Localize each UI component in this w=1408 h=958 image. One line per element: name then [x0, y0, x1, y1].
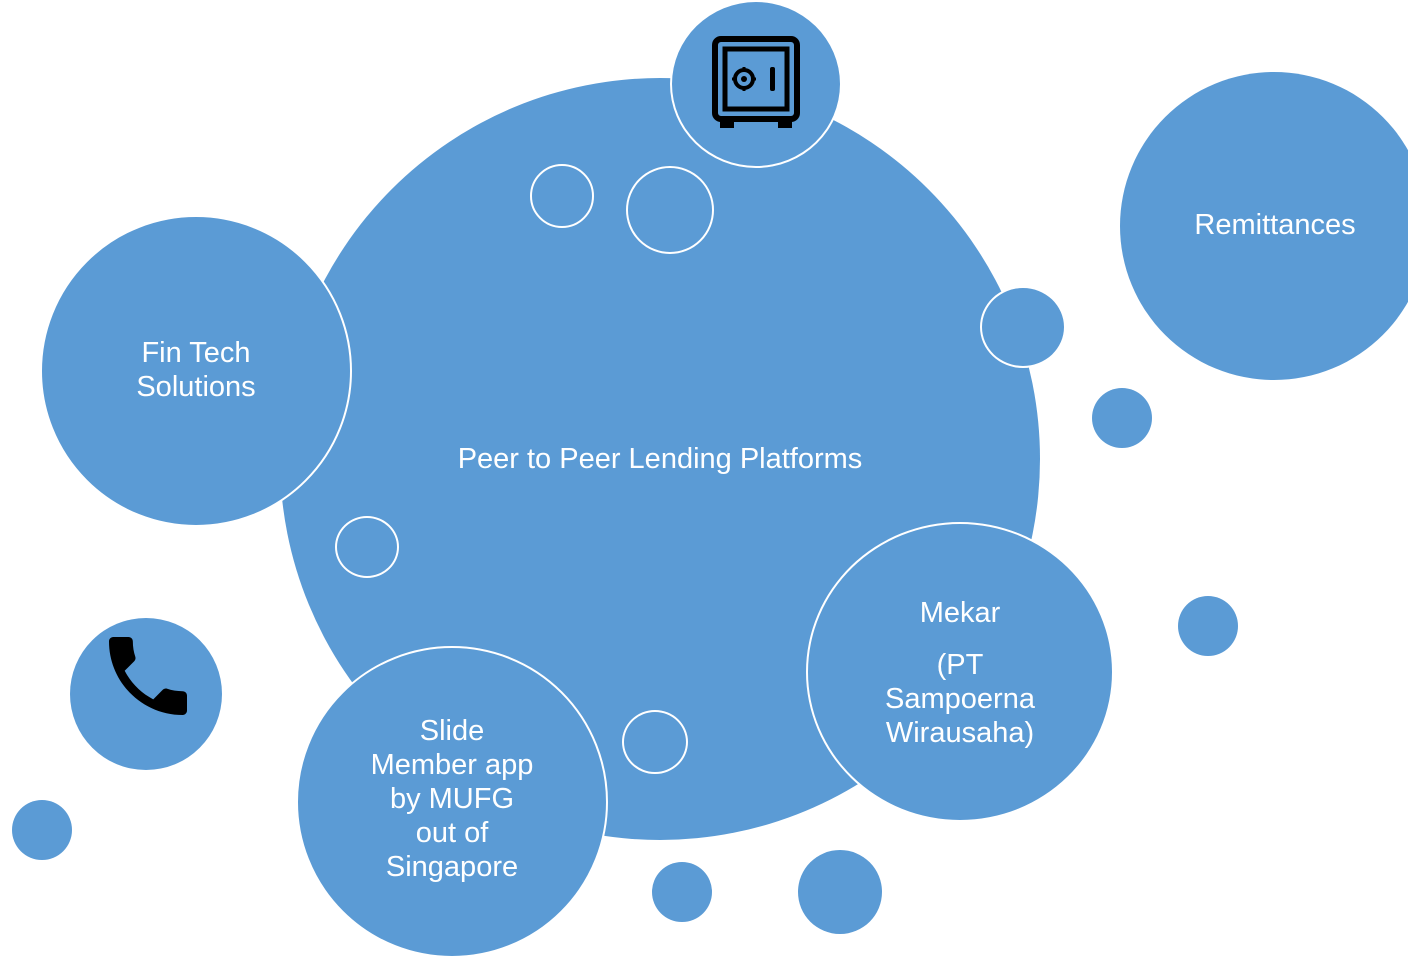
- small-dot: [1178, 596, 1238, 656]
- safe-icon-bubble: [670, 0, 842, 168]
- safe-icon: [712, 36, 800, 130]
- slide-label: Slide Member app by MUFG out of Singapor…: [370, 715, 534, 883]
- small-dot: [1092, 388, 1152, 448]
- phone-icon-bubble: [70, 618, 222, 770]
- small-dot: [12, 800, 72, 860]
- small-bubble: [626, 166, 714, 254]
- mekar-bubble: [806, 522, 1114, 822]
- mekar-subtitle: (PT Sampoerna Wirausaha): [885, 649, 1035, 749]
- small-dot: [652, 862, 712, 922]
- center-label: Peer to Peer Lending Platforms: [457, 443, 863, 475]
- small-dot: [798, 850, 882, 934]
- mekar-title: Mekar: [919, 597, 1001, 629]
- fintech-bubble: [40, 215, 352, 527]
- remittances-bubble: [1120, 72, 1408, 380]
- fintech-label: Fin Tech Solutions: [136, 337, 256, 403]
- slide-bubble: [296, 646, 608, 958]
- small-bubble: [622, 710, 688, 774]
- remittances-label: Remittances: [1194, 209, 1356, 241]
- phone-icon: [96, 624, 200, 728]
- small-bubble: [530, 164, 594, 228]
- small-bubble: [335, 516, 399, 578]
- small-bubble: [980, 286, 1066, 368]
